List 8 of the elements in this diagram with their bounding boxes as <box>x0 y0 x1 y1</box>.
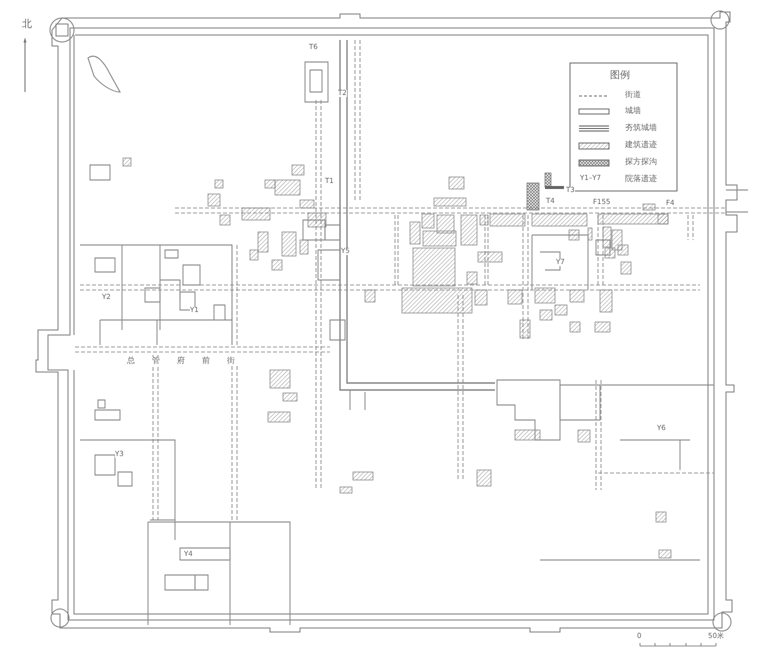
legend-label: 院落遗迹 <box>625 175 657 183</box>
legend-title: 图例 <box>610 71 630 81</box>
north-label: 北 <box>22 20 32 30</box>
legend-label: 建筑遗迹 <box>625 141 657 149</box>
legend-label: 城墙 <box>625 107 641 115</box>
legend-label: 探方探沟 <box>625 158 657 166</box>
legend-label: 夯筑城墙 <box>625 124 657 132</box>
legend-label: 街道 <box>625 91 641 99</box>
